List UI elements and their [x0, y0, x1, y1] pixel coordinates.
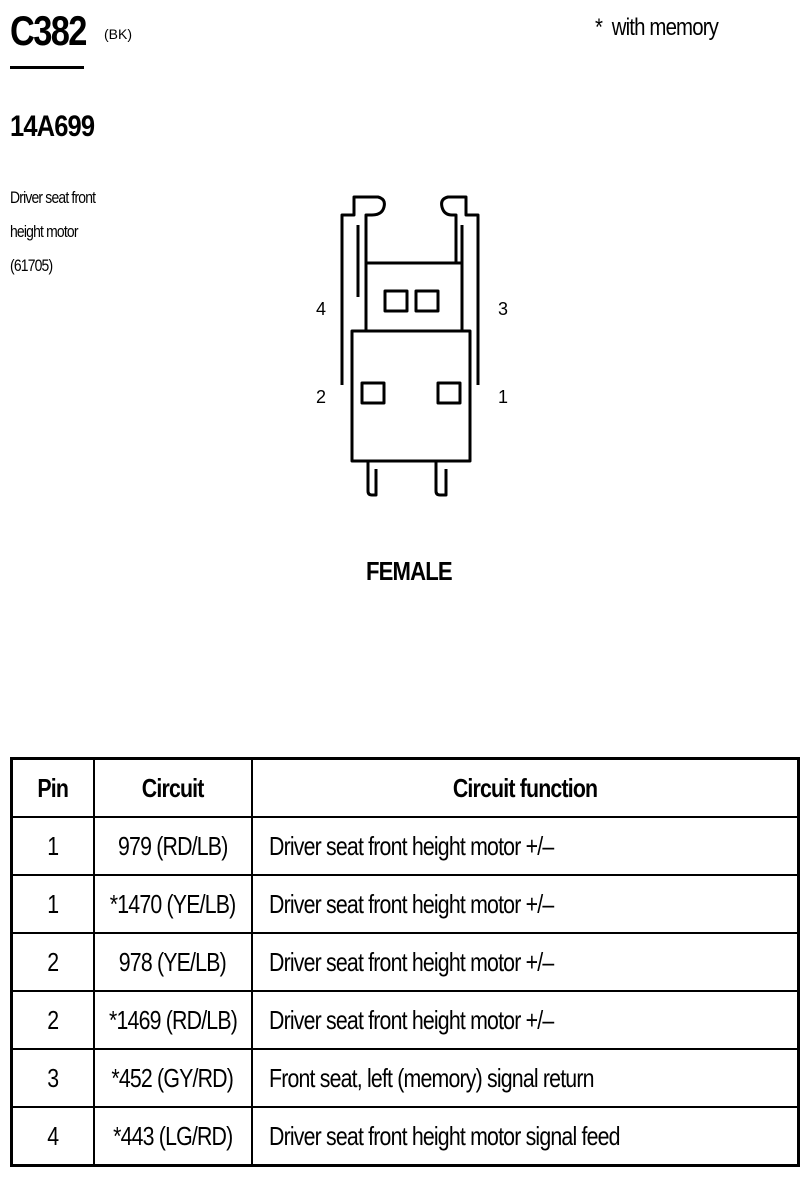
terminal-cavity-4: [383, 289, 409, 313]
circuit-cell: *443 (LG/RD): [92, 1106, 253, 1167]
header-circuit-function: Circuit function: [250, 757, 800, 818]
circuit-cell: *1470 (YE/LB): [92, 874, 253, 934]
pin-cell: 2: [10, 990, 95, 1050]
function-cell: Driver seat front height motor +/–: [250, 990, 800, 1050]
upper-housing-block: [364, 261, 464, 333]
right-latch-arm: [440, 195, 480, 385]
table-row: 1 *1470 (YE/LB) Driver seat front height…: [10, 874, 800, 934]
header-pin: Pin: [10, 757, 95, 818]
table-row: 2 978 (YE/LB) Driver seat front height m…: [10, 932, 800, 992]
pin-label-3: 3: [498, 299, 508, 319]
connector-id-underline: [10, 66, 84, 69]
connector-gender: FEMALE: [366, 556, 453, 586]
pin-cell: 3: [10, 1048, 95, 1108]
header-circuit: Circuit: [92, 757, 253, 818]
circuit-cell: *452 (GY/RD): [92, 1048, 253, 1108]
memory-footnote: * with memory: [595, 14, 719, 41]
left-latch-arm: [340, 195, 386, 385]
pin-cell: 2: [10, 932, 95, 992]
function-cell: Front seat, left (memory) signal return: [250, 1048, 800, 1108]
function-cell: Driver seat front height motor +/–: [250, 932, 800, 992]
pinout-table: Pin Circuit Circuit function 1 979 (RD/L…: [10, 757, 800, 1167]
bottom-pin-right: [434, 461, 448, 497]
terminal-cavity-3: [414, 289, 440, 313]
circuit-cell: *1469 (RD/LB): [92, 990, 253, 1050]
bottom-pin-left: [366, 461, 378, 497]
pin-cell: 1: [10, 816, 95, 876]
table-header-row: Pin Circuit Circuit function: [10, 757, 800, 818]
component-description-line: Driver seat front: [10, 188, 96, 207]
table-row: 4 *443 (LG/RD) Driver seat front height …: [10, 1106, 800, 1167]
table-row: 1 979 (RD/LB) Driver seat front height m…: [10, 816, 800, 876]
pin-label-4: 4: [316, 299, 326, 319]
pin-label-1: 1: [498, 387, 508, 407]
pin-label-2: 2: [316, 387, 326, 407]
component-description-line: height motor: [10, 222, 78, 241]
pin-cell: 4: [10, 1106, 95, 1167]
component-description-line: (61705): [10, 256, 53, 275]
connector-color-code: (BK): [104, 26, 132, 42]
circuit-cell: 979 (RD/LB): [92, 816, 253, 876]
part-number: 14A699: [10, 110, 95, 143]
connector-face-diagram: 4 3 2 1: [316, 195, 508, 497]
connector-id: C382: [10, 7, 87, 54]
table-row: 3 *452 (GY/RD) Front seat, left (memory)…: [10, 1048, 800, 1108]
main-housing: [350, 329, 472, 463]
function-cell: Driver seat front height motor +/–: [250, 816, 800, 876]
terminal-cavity-2: [360, 381, 386, 405]
pin-cell: 1: [10, 874, 95, 934]
table-row: 2 *1469 (RD/LB) Driver seat front height…: [10, 990, 800, 1050]
circuit-cell: 978 (YE/LB): [92, 932, 253, 992]
terminal-cavity-1: [436, 381, 462, 405]
function-cell: Driver seat front height motor +/–: [250, 874, 800, 934]
function-cell: Driver seat front height motor signal fe…: [250, 1106, 800, 1167]
